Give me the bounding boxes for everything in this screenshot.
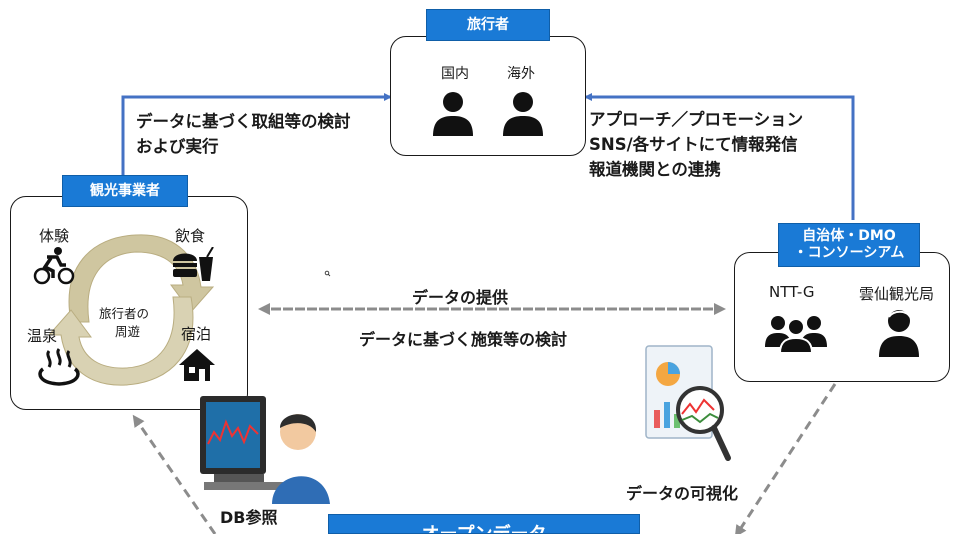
- arrow-opendata-to-business: [132, 414, 217, 534]
- local-gov-tag: 自治体・DMO ・コンソーシアム: [778, 223, 920, 267]
- open-data-bar: オープンデータ: [328, 514, 640, 534]
- visualize-label: データの可視化: [626, 484, 739, 503]
- traveler-box: 国内 海外: [390, 36, 586, 156]
- promotion-line3: 報道機関との連携: [589, 160, 721, 179]
- open-data-label: オープンデータ: [329, 520, 639, 533]
- house-icon: [179, 349, 215, 381]
- lodging-label: 宿泊: [181, 325, 212, 343]
- local-gov-tag-line2: ・コンソーシアム: [793, 245, 905, 261]
- local-gov-box: NTT-G 雲仙観光局: [734, 252, 950, 382]
- tourism-business-box: 体験 飲食 温泉 宿泊 旅行者の 周遊: [10, 196, 248, 410]
- person-icon: [503, 92, 543, 136]
- local-gov-tag-line1: 自治体・DMO: [802, 228, 896, 244]
- hot-spring-label: 温泉: [27, 327, 58, 345]
- traveler-tag: 旅行者: [426, 9, 550, 41]
- computer-user-illustration: [200, 396, 330, 504]
- arrow-business-to-traveler: [121, 93, 392, 180]
- arrow-localgov-to-opendata: [734, 383, 837, 534]
- hot-spring-icon: [38, 348, 80, 386]
- bicycle-icon: [33, 247, 75, 285]
- ntt-label: NTT-G: [769, 283, 815, 301]
- cycle-label-line1: 旅行者の: [99, 306, 150, 321]
- promotion-line2: SNS/各サイトにて情報発信: [589, 135, 798, 154]
- overseas-label: 海外: [507, 66, 535, 82]
- group-icon: [765, 316, 827, 353]
- cycle-label-line2: 周遊: [115, 324, 141, 339]
- business-action-line1: データに基づく取組等の検討: [136, 112, 351, 131]
- db-ref-label: DB参照: [220, 508, 278, 527]
- experience-label: 体験: [39, 227, 70, 245]
- unzen-label: 雲仙観光局: [859, 285, 935, 303]
- arrow-localgov-to-traveler: [584, 93, 855, 220]
- small-magnifier-icon: [324, 270, 331, 277]
- burger-drink-icon: [173, 247, 214, 281]
- business-action-line2: および実行: [136, 137, 219, 156]
- tourism-business-tag: 観光事業者: [62, 175, 188, 207]
- promotion-line1: アプローチ／プロモーション: [589, 110, 804, 129]
- data-provide-label: データの提供: [412, 288, 509, 307]
- domestic-label: 国内: [441, 66, 469, 82]
- data-measures-label: データに基づく施策等の検討: [359, 330, 568, 349]
- data-visualization-illustration: [645, 345, 731, 461]
- person-icon: [433, 92, 473, 136]
- official-person-icon: [879, 310, 919, 357]
- food-label: 飲食: [175, 227, 206, 245]
